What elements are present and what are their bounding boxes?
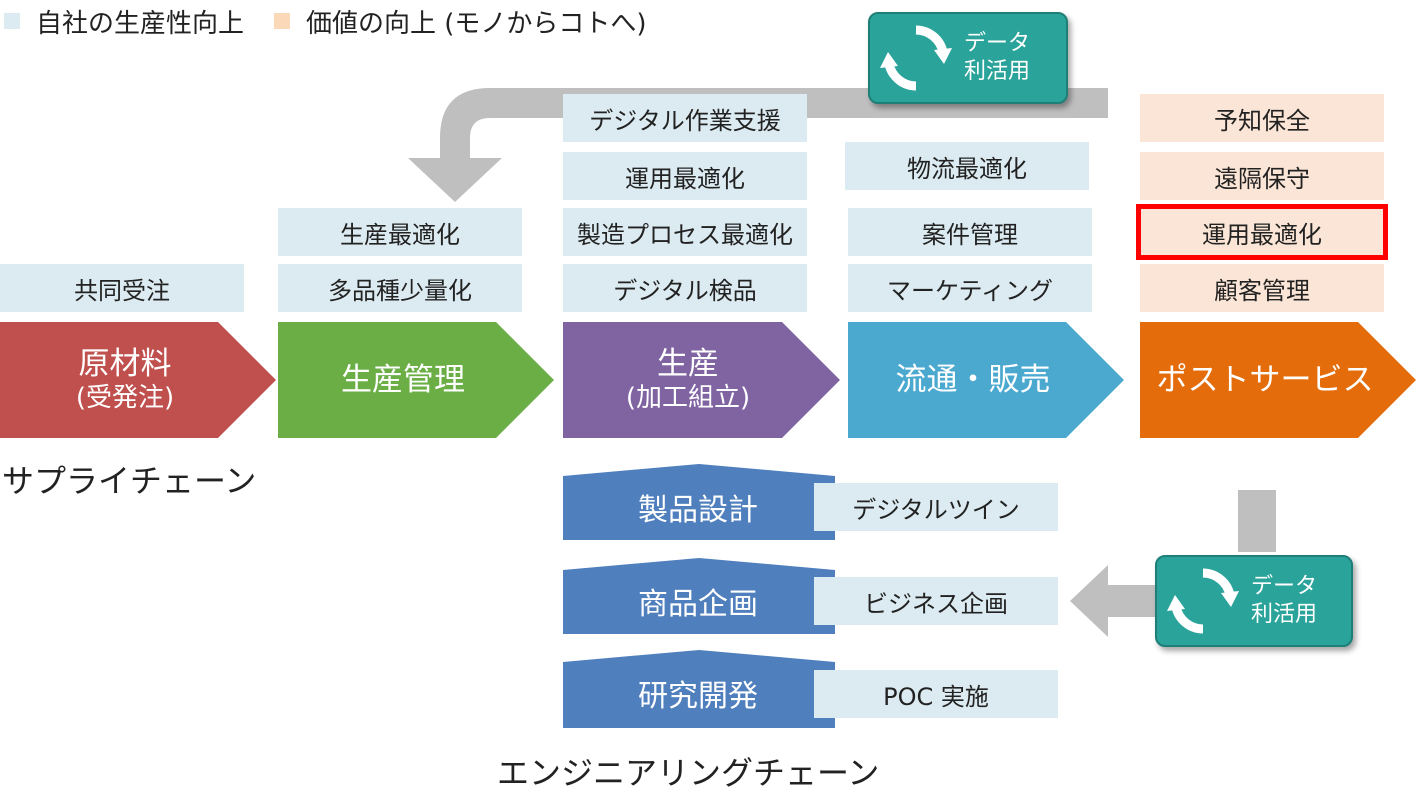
- item-butsuryu: 物流最適化: [845, 142, 1089, 190]
- item-digital-kenpin: デジタル検品: [563, 264, 807, 312]
- data-utilization-button-top[interactable]: データ 利活用: [868, 12, 1068, 104]
- engineering-chain-label: エンジニアリングチェーン: [497, 754, 880, 792]
- item-kokyaku-kanri: 顧客管理: [1140, 264, 1384, 312]
- item-digital-sagyo: デジタル作業支援: [563, 94, 807, 142]
- chain-label-ryutsu: 流通・販売: [895, 362, 1051, 398]
- item-seisan-saitekika: 生産最適化: [278, 208, 522, 256]
- item-marketing: マーケティング: [848, 264, 1092, 312]
- item-business-kikaku: ビジネス企画: [814, 577, 1058, 625]
- item-digital-twin: デジタルツイン: [814, 483, 1058, 531]
- chain-label-seisan: 生産(加工組立): [625, 346, 751, 413]
- data-utilization-label-top: データ 利活用: [964, 31, 1031, 84]
- item-unyo-saitekika: 運用最適化: [563, 152, 807, 200]
- eng-title-shohin-kikaku: 商品企画: [638, 587, 758, 622]
- house-kenkyu-kaihatsu: [563, 650, 835, 728]
- engineering-houses: [563, 464, 835, 728]
- feedback-arrow-bottom: [1070, 565, 1160, 637]
- item-yochi-hozen: 予知保全: [1140, 94, 1384, 142]
- supply-chain-label: サプライチェーン: [2, 462, 257, 500]
- data-utilization-label-bottom: データ 利活用: [1251, 574, 1318, 627]
- chain-arrow-ryutsu: [848, 322, 1124, 438]
- item-anken-kanri: 案件管理: [848, 208, 1092, 256]
- house-shohin-kikaku: [563, 558, 835, 634]
- data-utilization-button-bottom[interactable]: データ 利活用: [1155, 555, 1353, 647]
- chain-arrow-genzairyo: [0, 322, 276, 438]
- legend-swatch-productivity: [4, 13, 20, 29]
- item-poc: POC 実施: [814, 670, 1058, 718]
- item-kyodo-juchu: 共同受注: [0, 264, 244, 312]
- chain-label-post-service: ポストサービス: [1156, 362, 1374, 398]
- refresh-cycle-icon: [1167, 568, 1239, 634]
- refresh-cycle-icon: [880, 25, 952, 91]
- legend-label-value: 価値の向上 (モノからコトへ): [306, 8, 647, 39]
- item-enkaku-hoshu: 遠隔保守: [1140, 152, 1384, 200]
- chain-label-genzairyo: 原材料(受発注): [75, 346, 175, 413]
- item-tahinshu: 多品種少量化: [278, 264, 522, 312]
- eng-title-kenkyu-kaihatsu: 研究開発: [638, 679, 758, 714]
- legend-swatch-value: [274, 13, 291, 29]
- eng-title-seihin-sekkei: 製品設計: [638, 493, 758, 528]
- house-seihin-sekkei: [563, 464, 835, 540]
- chain-label-seisan-kanri: 生産管理: [341, 362, 465, 398]
- item-seizo-process: 製造プロセス最適化: [563, 208, 807, 256]
- legend-label-productivity: 自社の生産性向上: [36, 8, 245, 39]
- legend: 自社の生産性向上 価値の向上 (モノからコトへ): [4, 2, 647, 40]
- feedback-connector-right: [1238, 490, 1276, 552]
- chain-shapes: [0, 322, 1416, 438]
- chain-arrow-post-service: [1140, 322, 1416, 438]
- chain-arrow-seisan-kanri: [278, 322, 554, 438]
- item-unyo-saitekika-highlighted: 運用最適化: [1136, 204, 1388, 260]
- chain-arrow-seisan: [563, 322, 840, 438]
